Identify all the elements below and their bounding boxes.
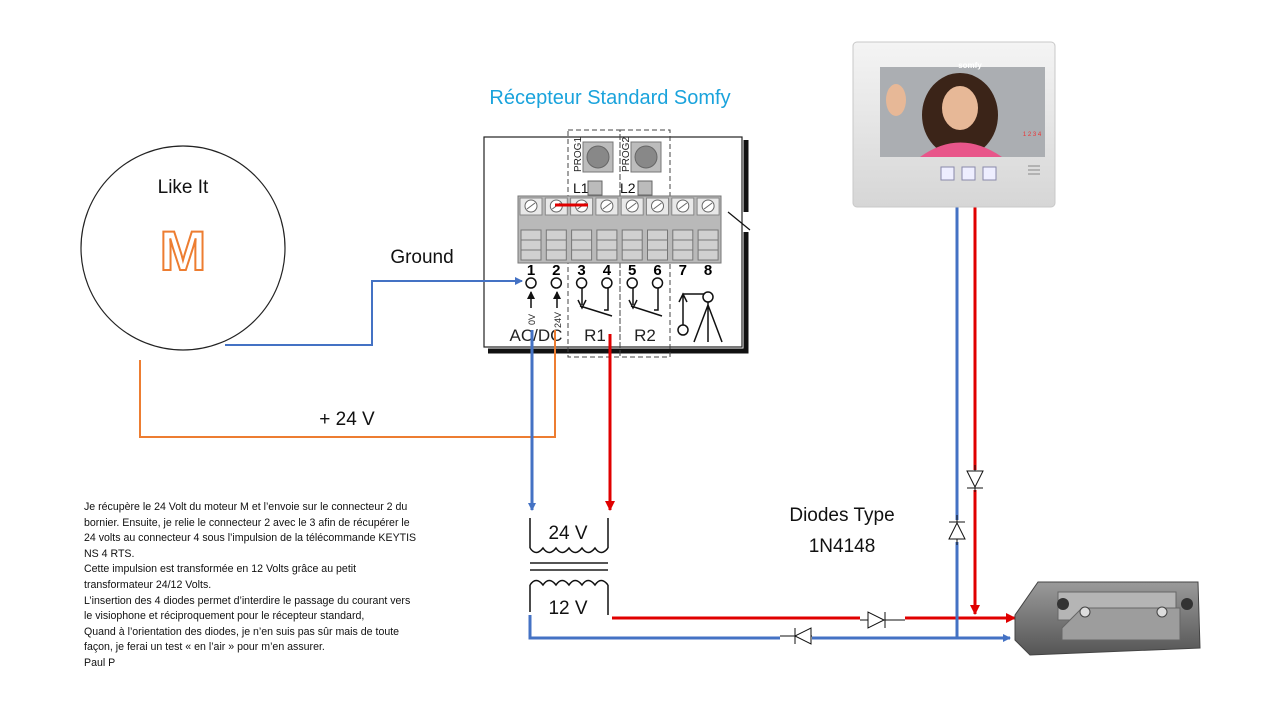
- terminal-number: 6: [653, 262, 661, 279]
- prog1-label: PROG1: [573, 137, 584, 172]
- terminal-contact: [525, 277, 537, 289]
- terminal-8[interactable]: [696, 197, 720, 261]
- terminal-number: 5: [628, 262, 636, 279]
- led2-label: L2: [620, 180, 636, 196]
- terminal-contact: [575, 277, 588, 289]
- motor-logo: M: [160, 219, 207, 282]
- note-line: transformateur 24/12 Volts.: [84, 578, 212, 591]
- 24v-label: 24V: [553, 312, 563, 328]
- r1-label: R1: [584, 326, 606, 345]
- note-line: 24 volts au connecteur 4 sous l’impulsio…: [84, 532, 417, 545]
- note-line: Je récupère le 24 Volt du moteur M et l’…: [84, 501, 408, 513]
- acdc-label: AC/DC: [510, 326, 563, 345]
- terminal-6[interactable]: [646, 197, 669, 261]
- transformer: 24 V 12 V: [529, 518, 609, 619]
- videophone-brand: somfy: [958, 61, 982, 70]
- note-line: Paul P: [84, 656, 116, 669]
- terminal-7[interactable]: [671, 197, 695, 261]
- plus24-wire: [139, 330, 556, 438]
- speaker-button[interactable]: [940, 166, 955, 181]
- note-line: le visiophone et réciproquement pour le …: [84, 610, 365, 623]
- secondary-voltage: 12 V: [548, 598, 587, 619]
- plus24-label: + 24 V: [319, 409, 375, 430]
- diodes-model-label: 1N4148: [809, 536, 876, 557]
- diode-icon: [860, 611, 905, 629]
- relay-r1-symbol: [577, 288, 613, 317]
- terminal-2[interactable]: [544, 197, 568, 261]
- diode-icon: [948, 515, 966, 545]
- led1-label: L1: [573, 180, 589, 196]
- note-line: bornier. Ensuite, je relie le connecteur…: [84, 516, 410, 529]
- antenna-icon: [693, 302, 723, 343]
- terminal-number: 4: [603, 262, 612, 279]
- terminal-number: 7: [679, 262, 687, 279]
- terminal-contact: [601, 277, 613, 289]
- prog2-label: PROG2: [621, 137, 632, 172]
- note-line: NS 4 RTS.: [84, 547, 135, 560]
- receiver-title: Récepteur Standard Somfy: [489, 87, 730, 109]
- terminal-contact: [651, 277, 664, 289]
- key-button[interactable]: [961, 166, 976, 181]
- terminal-block: [517, 195, 722, 264]
- note-line: façon, je ferai un test « en l’air » pou…: [84, 641, 325, 654]
- diodes-type-label: Diodes Type: [789, 505, 894, 526]
- videophone: somfy 1 2 3 4: [852, 41, 1056, 208]
- diode-icon: [780, 627, 812, 645]
- terminal-5[interactable]: [620, 197, 644, 261]
- terminal-number: 1: [527, 262, 535, 279]
- terminal-1[interactable]: [519, 197, 543, 261]
- blue-output-wire: [528, 615, 1010, 638]
- motor: Like It M: [80, 145, 286, 351]
- prog1-button[interactable]: [582, 141, 614, 173]
- note-line: L’insertion des 4 diodes permet d’interd…: [84, 594, 411, 607]
- terminal-4[interactable]: [595, 197, 619, 261]
- note-line: Quand à l’orientation des diodes, je n’e…: [84, 625, 400, 638]
- terminal-number: 2: [552, 262, 560, 279]
- terminal-number: 3: [577, 262, 585, 279]
- terminal-number: 8: [704, 262, 712, 279]
- electric-strike-lock: [1014, 581, 1201, 656]
- door-button[interactable]: [982, 166, 997, 181]
- terminal-3[interactable]: [570, 197, 594, 261]
- terminal-contact: [550, 277, 563, 289]
- 0v-label: 0V: [527, 314, 537, 325]
- r2-label: R2: [634, 326, 656, 345]
- motor-label: Like It: [158, 177, 209, 198]
- note-line: Cette impulsion est transformée en 12 Vo…: [84, 563, 357, 576]
- diode-icon: [966, 465, 984, 492]
- primary-voltage: 24 V: [548, 523, 587, 544]
- terminal-contact: [626, 277, 638, 289]
- ground-wire: [225, 277, 523, 346]
- prog2-button[interactable]: [630, 141, 662, 173]
- ground-label: Ground: [390, 247, 453, 268]
- videophone-buttons: 1 2 3 4: [1023, 132, 1042, 138]
- led1-indicator: [587, 180, 603, 196]
- relay-r2-symbol: [628, 288, 663, 317]
- led2-indicator: [637, 180, 653, 196]
- explanation-note: Je récupère le 24 Volt du moteur M et l’…: [84, 500, 484, 672]
